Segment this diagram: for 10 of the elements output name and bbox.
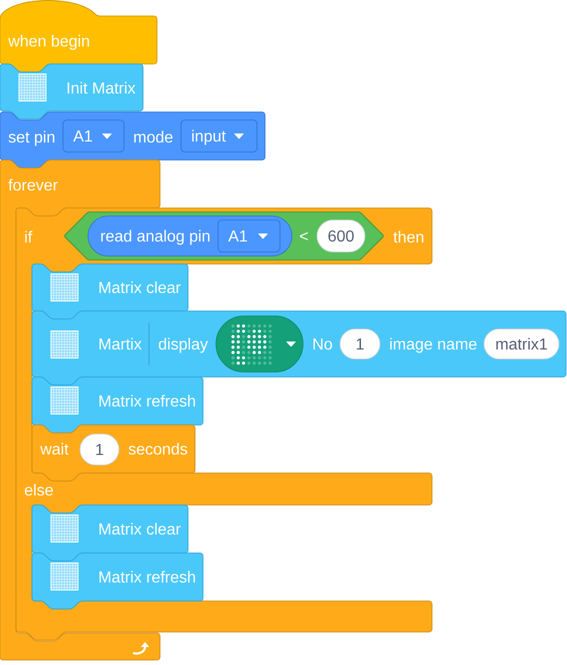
dropdown-field: A1: [218, 220, 280, 252]
input-field: 600: [316, 220, 366, 252]
input-field: matrix1: [484, 328, 560, 360]
hat-block: when begin: [0, 0, 158, 72]
led-pattern-dropdown: [216, 316, 304, 372]
dropdown-field: A1: [62, 120, 124, 152]
dropdown-field: input: [180, 120, 258, 152]
input-field: 1: [340, 328, 380, 360]
command-block: Matrix refresh: [32, 552, 204, 610]
input-field: 1: [80, 434, 120, 466]
